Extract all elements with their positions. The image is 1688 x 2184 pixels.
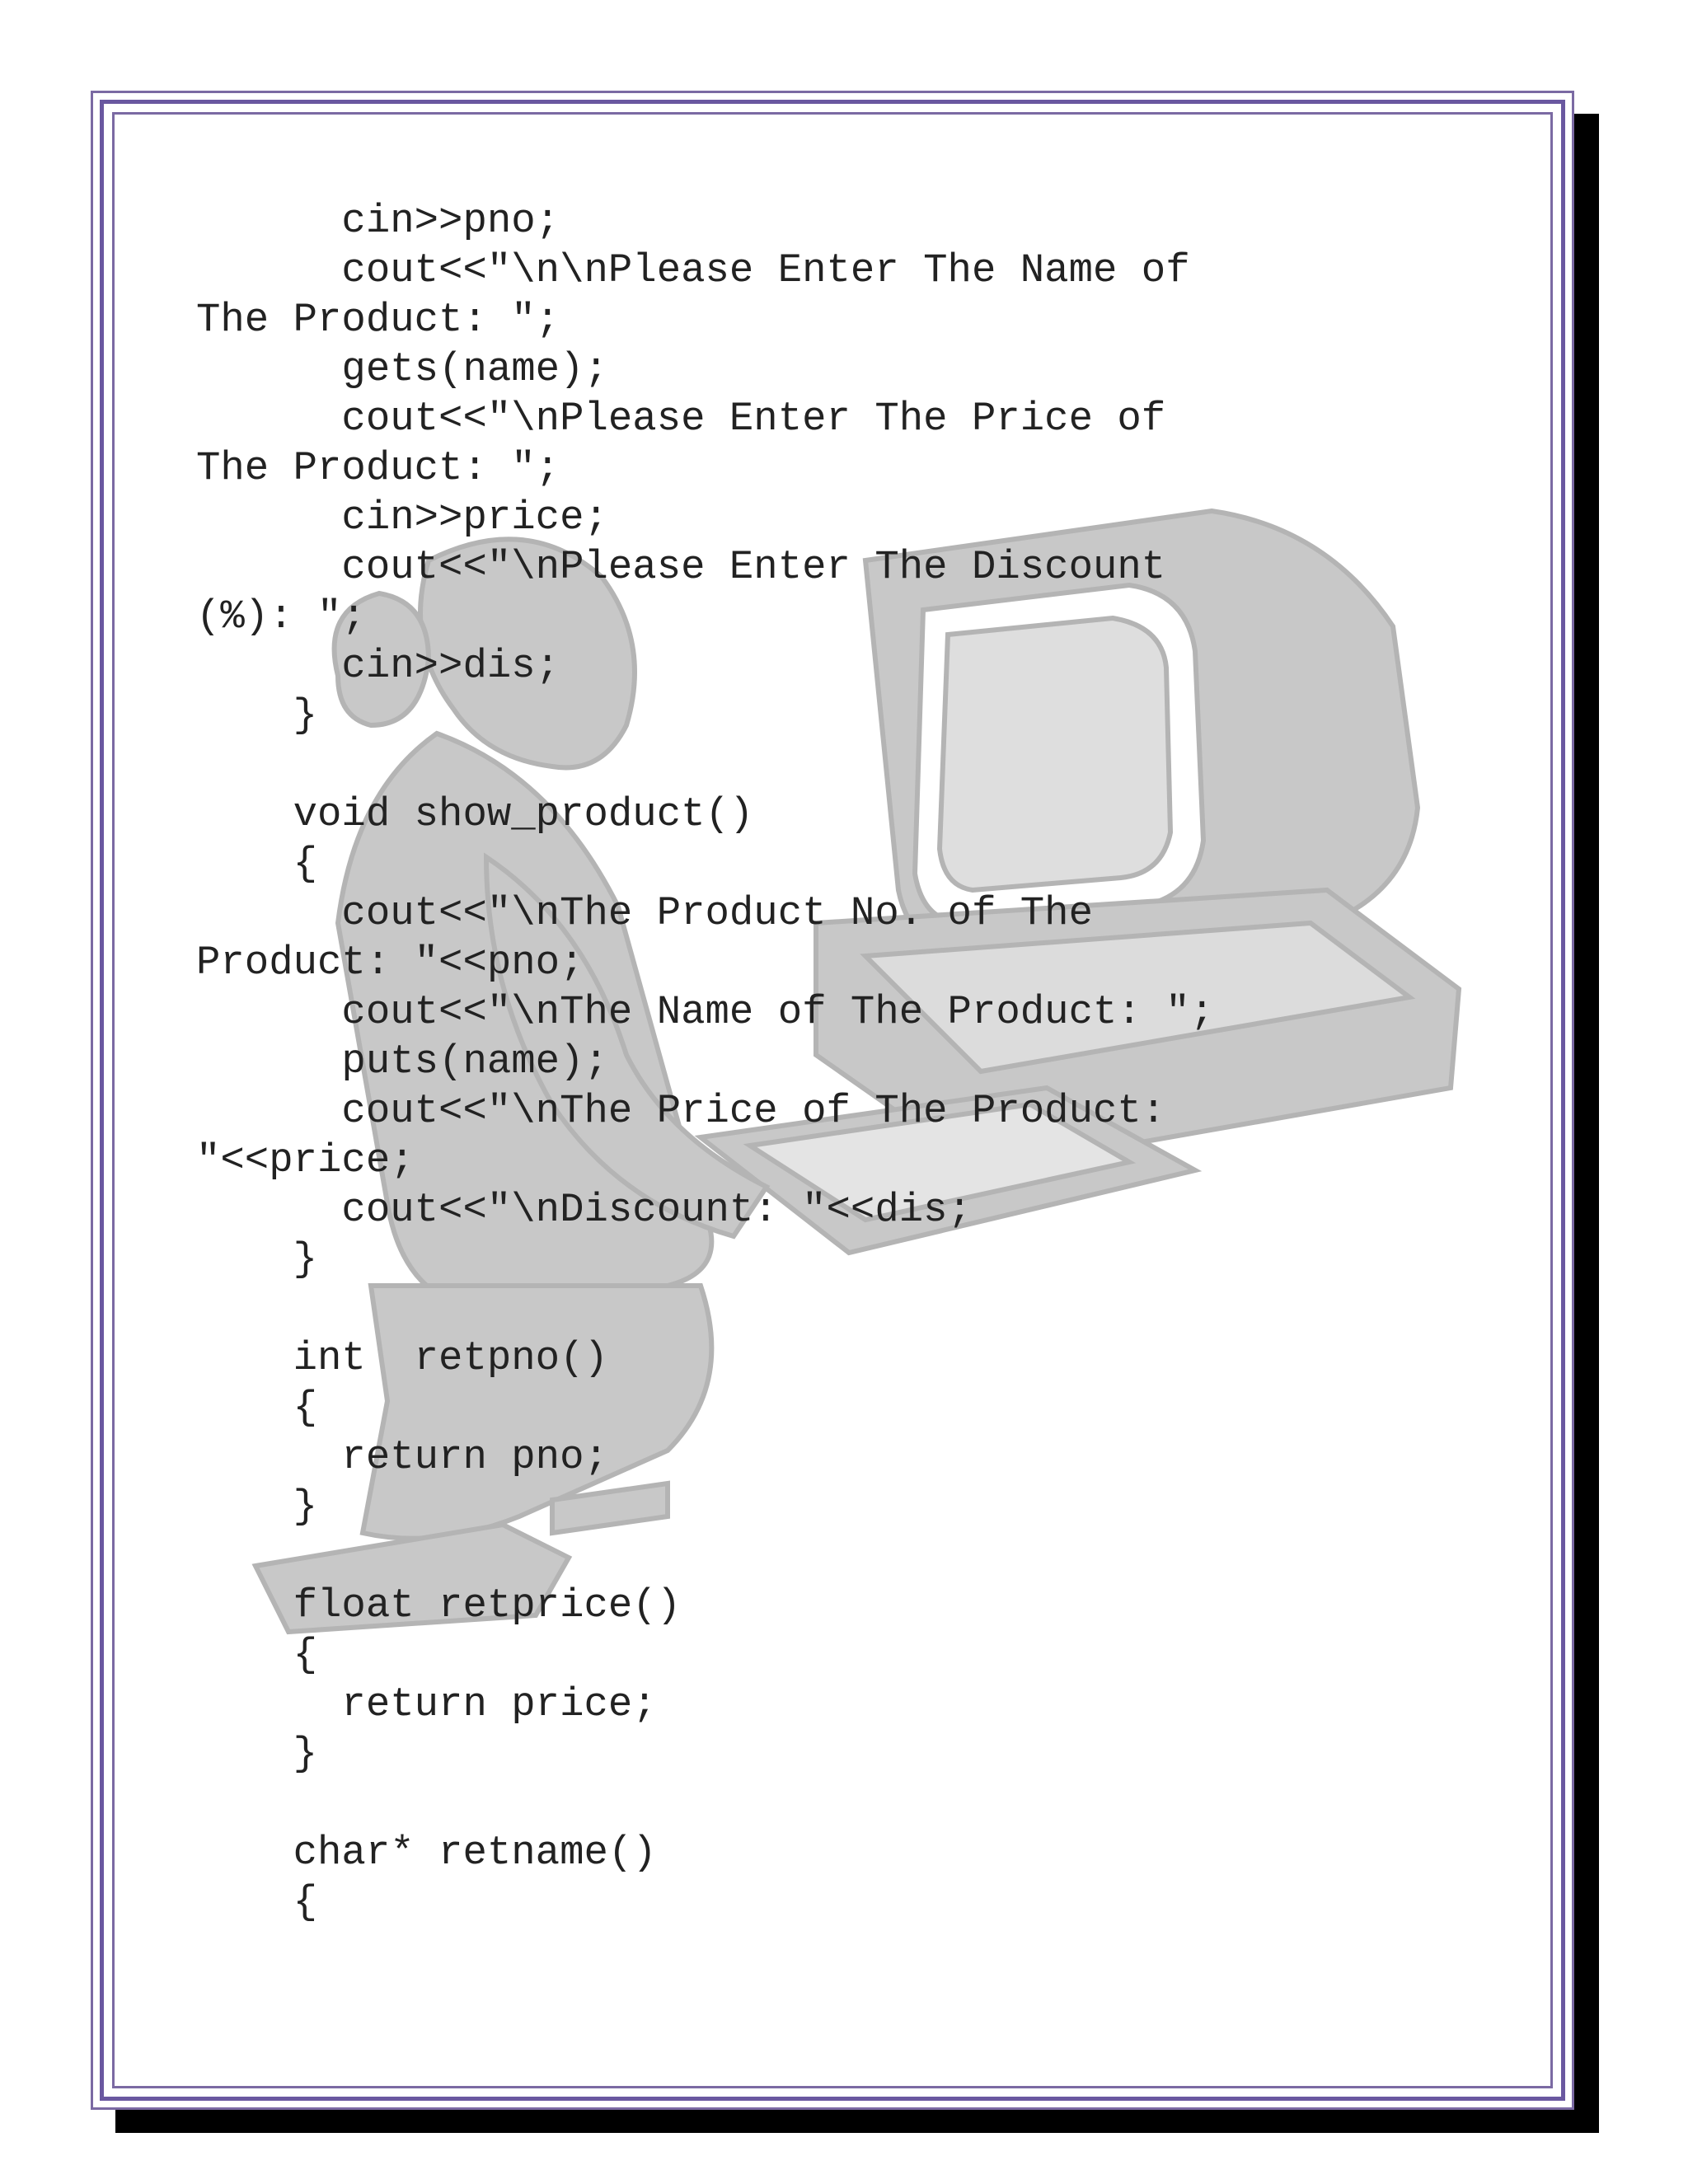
- code-line: cout<<"\nThe Name of The Product: ";: [196, 989, 1215, 1035]
- code-line: char* retname(): [196, 1830, 657, 1876]
- feet-shape: [251, 1521, 573, 1635]
- person-legs-shape: [359, 1283, 715, 1541]
- code-line: {: [196, 1385, 318, 1431]
- code-line: int retpno(): [196, 1335, 608, 1381]
- code-line: The Product: ";: [196, 297, 560, 343]
- code-line: Product: "<<pno;: [196, 940, 584, 986]
- code-line: gets(name);: [196, 346, 608, 392]
- code-line: void show_product(): [196, 791, 754, 837]
- code-line: cin>>pno;: [196, 198, 560, 244]
- code-line: }: [196, 1483, 318, 1530]
- person-at-computer-illustration: [251, 508, 1462, 1635]
- person-arm-shape: [483, 852, 771, 1240]
- page-frame-double-border: [100, 100, 1565, 2101]
- code-line: cout<<"\nPlease Enter The Price of: [196, 396, 1166, 442]
- code-listing: cin>>pno; cout<<"\n\nPlease Enter The Na…: [196, 196, 1214, 1927]
- code-line: [196, 740, 1214, 790]
- code-line: cout<<"\n\nPlease Enter The Name of: [196, 247, 1190, 293]
- code-line: cout<<"\nThe Price of The Product:: [196, 1088, 1166, 1134]
- code-line: cout<<"\nThe Product No. of The: [196, 890, 1093, 936]
- code-line: "<<price;: [196, 1137, 415, 1183]
- code-line: {: [196, 1632, 318, 1678]
- hair-bun-shape: [331, 590, 432, 729]
- code-line: cout<<"\nDiscount: "<<dis;: [196, 1187, 972, 1233]
- code-line: }: [196, 1731, 318, 1777]
- code-line: }: [196, 692, 318, 738]
- code-line: puts(name);: [196, 1038, 608, 1085]
- code-line: (%): ";: [196, 593, 366, 640]
- code-line: return price;: [196, 1681, 657, 1727]
- code-line: [196, 1284, 1214, 1333]
- code-line: return pno;: [196, 1434, 608, 1480]
- code-line: cout<<"\nPlease Enter The Discount: [196, 544, 1166, 590]
- code-line: [196, 1531, 1214, 1581]
- code-line: }: [196, 1236, 318, 1282]
- code-line: {: [196, 1879, 318, 1925]
- person-head-shape: [418, 537, 637, 771]
- code-line: float retprice(): [196, 1582, 682, 1629]
- code-line: [196, 1779, 1214, 1828]
- code-line: The Product: ";: [196, 445, 560, 491]
- code-line: {: [196, 841, 318, 887]
- page-frame-inner-border: [112, 112, 1553, 2088]
- code-line: cin>>price;: [196, 494, 608, 541]
- code-line: cin>>dis;: [196, 643, 560, 689]
